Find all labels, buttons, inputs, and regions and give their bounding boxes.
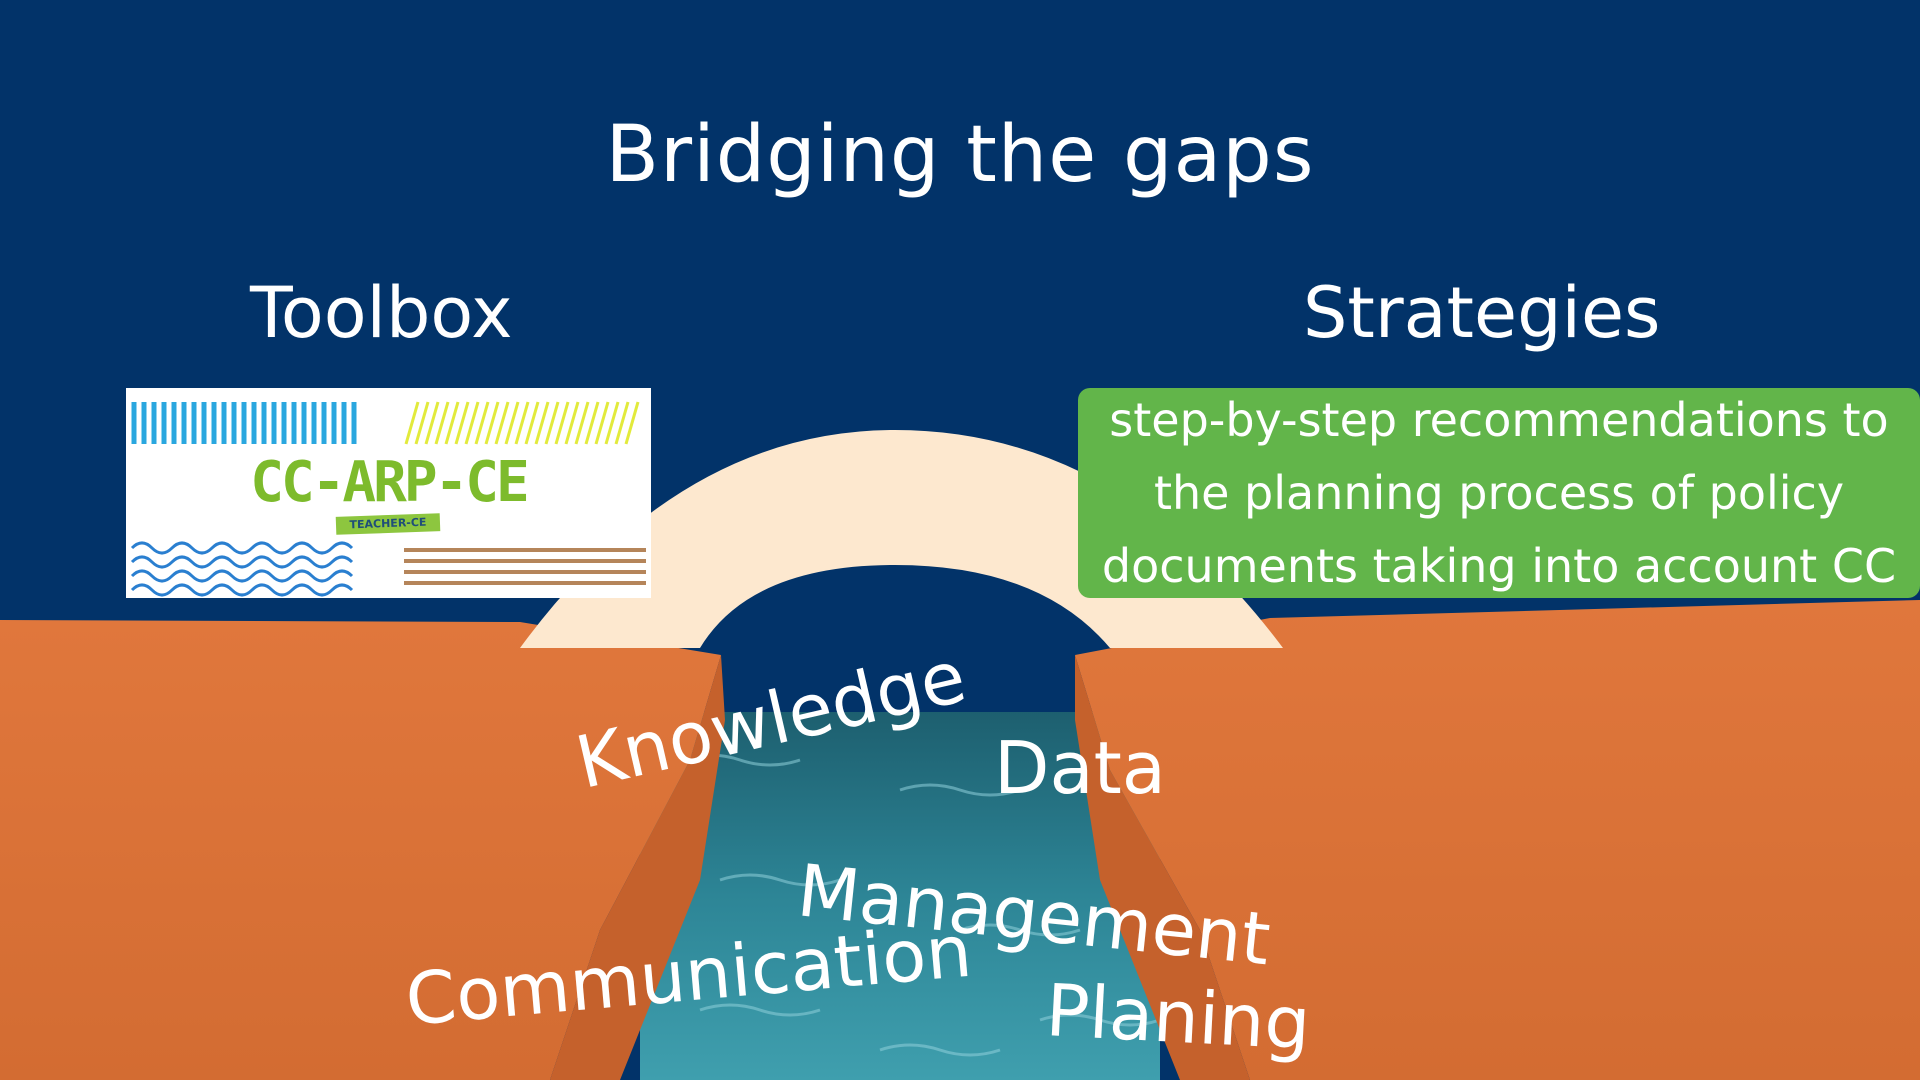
toolbox-heading: Toolbox [250, 272, 513, 354]
logo-subtag: TEACHER-CE [335, 513, 441, 535]
logo-wordmark: CC-ARP-CE [250, 450, 529, 515]
left-cliff [0, 620, 721, 1080]
water [640, 712, 1160, 1080]
page-title: Bridging the gaps [605, 110, 1315, 200]
gap-word-data: Data [994, 726, 1166, 810]
gap-word-planing: Planing [1043, 968, 1313, 1066]
logo-graphic [130, 401, 646, 597]
cc-arp-ce-logo: CC-ARP-CE TEACHER-CE [126, 388, 651, 598]
right-cliff [1075, 600, 1920, 1080]
strategy-description: step-by-step recommendations to the plan… [1101, 392, 1897, 593]
strategy-description-box: step-by-step recommendations to the plan… [1078, 388, 1920, 598]
strategies-heading: Strategies [1303, 272, 1661, 354]
